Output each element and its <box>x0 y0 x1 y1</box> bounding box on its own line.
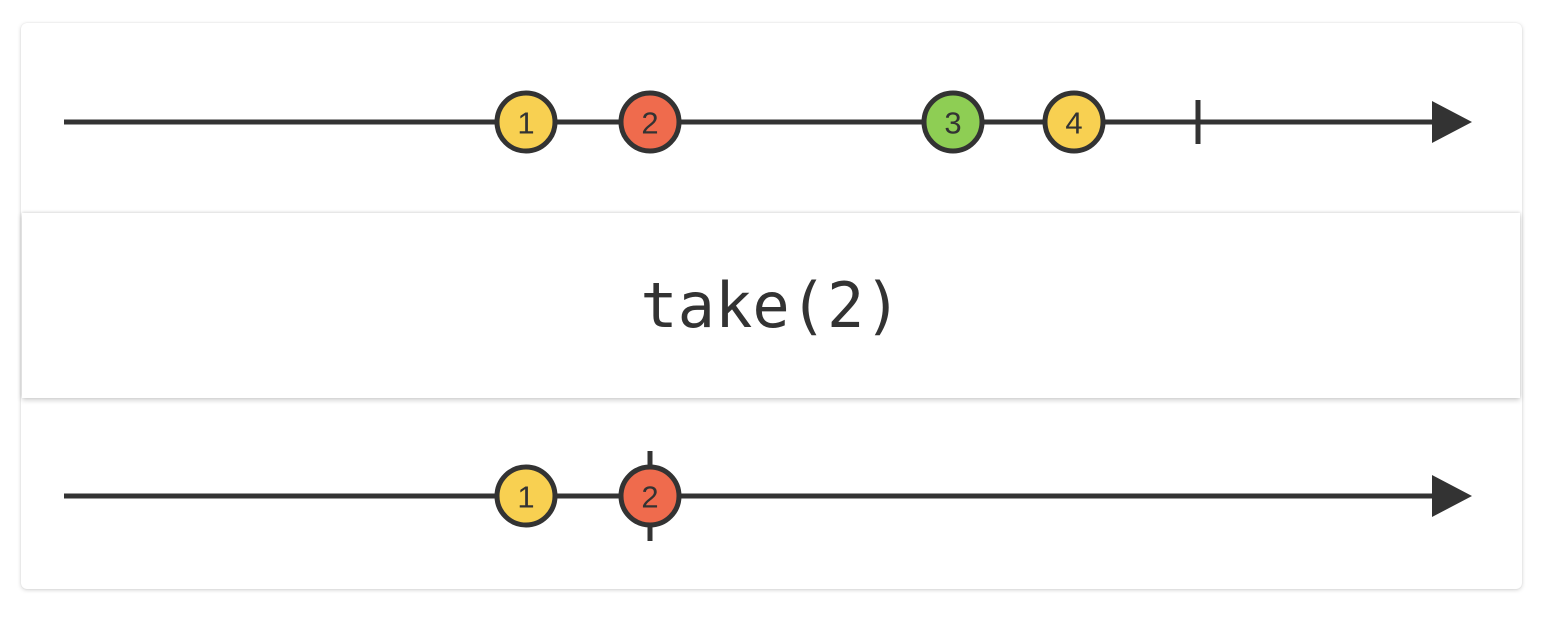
timeline-arrowhead <box>1432 101 1472 143</box>
operator-panel: take(2) <box>22 213 1520 398</box>
marble-circle[interactable] <box>494 90 558 154</box>
marble[interactable]: 4 <box>1042 90 1106 154</box>
marble-label: 3 <box>944 106 961 141</box>
marble-circle[interactable] <box>618 90 682 154</box>
marble-label: 1 <box>517 480 534 515</box>
source-timeline-group: 1 2 3 4 <box>64 90 1472 154</box>
marble-label: 4 <box>1065 106 1082 141</box>
marble[interactable]: 2 <box>618 90 682 154</box>
marble[interactable]: 3 <box>921 90 985 154</box>
marble[interactable]: 1 <box>494 90 558 154</box>
marble-label: 2 <box>641 480 658 515</box>
marble-circle[interactable] <box>1042 90 1106 154</box>
marble-circle[interactable] <box>921 90 985 154</box>
marble-label: 2 <box>641 106 658 141</box>
operator-label: take(2) <box>640 268 902 342</box>
marble-label: 1 <box>517 106 534 141</box>
timeline-arrowhead <box>1432 475 1472 517</box>
marble-circle[interactable] <box>494 464 558 528</box>
marble[interactable]: 2 <box>618 464 682 528</box>
marble[interactable]: 1 <box>494 464 558 528</box>
